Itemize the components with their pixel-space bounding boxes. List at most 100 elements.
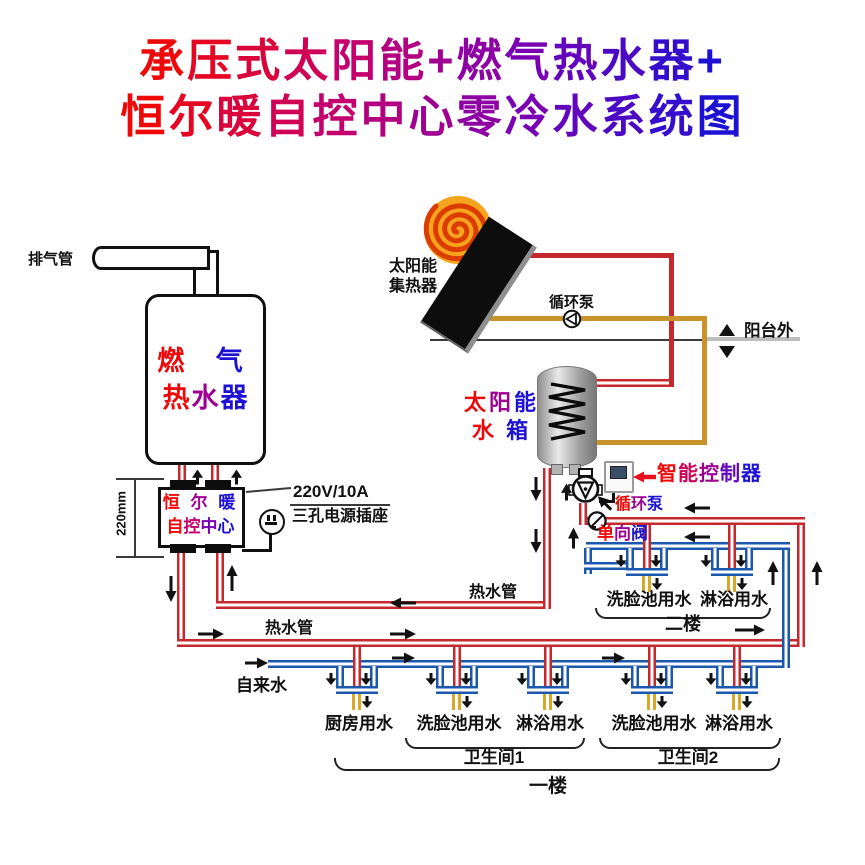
cold-floor2-stub-h bbox=[584, 562, 634, 570]
flow-arrow-down-icon bbox=[325, 673, 337, 685]
fixture-cold-loop-right bbox=[561, 666, 569, 694]
fixture-cold-loop-bottom bbox=[716, 686, 758, 694]
flow-arrow-right-icon bbox=[601, 652, 625, 664]
fixture-hot-tee bbox=[353, 647, 361, 690]
heater-pipe-left bbox=[178, 464, 186, 490]
balcony-line-thick bbox=[703, 337, 800, 341]
hot-return-riser bbox=[216, 549, 224, 609]
hot-return-from-tank bbox=[216, 601, 551, 609]
tap-water-floor1 bbox=[268, 660, 790, 668]
smart-controller-label: 智能控制器 bbox=[657, 463, 762, 485]
fixture-cold-loop-bottom bbox=[527, 686, 569, 694]
flow-arrow-left-icon bbox=[632, 471, 656, 483]
tank-top-connector bbox=[593, 379, 674, 387]
flow-arrow-up-icon bbox=[811, 561, 823, 585]
flow-arrow-up-icon bbox=[560, 483, 572, 501]
fixture-hot-tee bbox=[648, 647, 656, 690]
hot-water-pipe-label-upper: 热水管 bbox=[469, 584, 518, 601]
fixture-cold-loop-right bbox=[745, 548, 753, 576]
collector-label-line2: 集热器 bbox=[389, 278, 438, 295]
flow-arrow-down-icon bbox=[740, 673, 752, 685]
floor2-label: 二楼 bbox=[665, 614, 701, 634]
faucet-drop-pipes bbox=[647, 694, 656, 710]
hot-pipe-floor2 bbox=[579, 517, 805, 525]
flow-arrow-up-icon bbox=[767, 561, 779, 585]
dim-tick-top bbox=[116, 478, 164, 480]
faucet-drop-pipes bbox=[543, 694, 552, 710]
tank-label-line1: 太阳能 bbox=[464, 390, 540, 415]
cold-riser-right bbox=[782, 546, 790, 668]
collector-return-to-tank bbox=[593, 440, 707, 445]
cold-pipe-floor2 bbox=[586, 542, 790, 550]
tank-heat-coil bbox=[548, 382, 586, 441]
fixture-label: 淋浴用水 bbox=[516, 714, 584, 733]
hot-pump-riser bbox=[579, 503, 587, 525]
fixture-hot-tee bbox=[544, 647, 552, 690]
heater-pipe-right bbox=[211, 464, 219, 490]
control-port-bottom-right bbox=[205, 544, 231, 553]
control-port-top-left bbox=[170, 480, 196, 489]
faucet-drop-pipes bbox=[727, 576, 736, 592]
flow-arrow-down-icon bbox=[361, 696, 373, 708]
flow-arrow-down-icon bbox=[705, 673, 717, 685]
flow-arrow-down-icon bbox=[651, 578, 663, 590]
flow-arrow-down-icon bbox=[516, 673, 528, 685]
flow-arrow-down-icon bbox=[461, 696, 473, 708]
controller-wire-v bbox=[612, 489, 615, 503]
dim-line bbox=[134, 479, 136, 557]
flow-arrow-down-icon bbox=[460, 673, 472, 685]
control-center-label-line2: 自控中心 bbox=[166, 517, 235, 536]
fixture-cold-loop-right bbox=[470, 666, 478, 694]
fixture-hot-tee bbox=[733, 647, 741, 690]
tank-label-line2: 水 箱 bbox=[472, 418, 532, 443]
fixture-label: 洗脸池用水 bbox=[416, 714, 502, 733]
fixture-cold-loop-right bbox=[665, 666, 673, 694]
plug-wire-vertical bbox=[269, 529, 272, 552]
tank-nozzle-left bbox=[551, 464, 563, 475]
balcony-line bbox=[430, 339, 705, 341]
fixture-label: 洗脸池用水 bbox=[611, 714, 697, 733]
fixture-cold-loop-left bbox=[436, 666, 444, 694]
fixture-cold-loop-right bbox=[660, 548, 668, 576]
control-center-label-line1: 恒 尔 暖 bbox=[162, 493, 239, 512]
fixture-hot-tee bbox=[728, 525, 736, 568]
flow-arrow-left-icon bbox=[684, 502, 710, 514]
power-callout-line bbox=[245, 487, 292, 493]
flow-arrow-up-icon bbox=[226, 565, 238, 591]
controller-wire-h bbox=[599, 500, 615, 503]
flow-arrow-down-icon bbox=[620, 673, 632, 685]
balcony-down-triangle-icon bbox=[719, 346, 735, 358]
plug-wire-horizontal bbox=[242, 549, 272, 552]
fixture-hot-tee bbox=[643, 525, 651, 568]
fixture-cold-loop-left bbox=[626, 548, 634, 576]
flow-arrow-right-icon bbox=[244, 657, 268, 669]
controller-screen bbox=[610, 466, 627, 479]
gas-heater-label-line2: 热水器 bbox=[162, 383, 250, 413]
fixture-label: 厨房用水 bbox=[325, 714, 393, 733]
fixture-cold-loop-bottom bbox=[626, 568, 668, 576]
floor1-label: 一楼 bbox=[528, 776, 568, 797]
collector-return-line bbox=[490, 316, 707, 321]
flow-arrow-down-icon bbox=[741, 696, 753, 708]
collector-hot-line bbox=[527, 253, 674, 258]
fixture-label: 洗脸池用水 bbox=[606, 590, 692, 609]
flow-arrow-down-icon bbox=[360, 673, 372, 685]
fixture-cold-loop-bottom bbox=[631, 686, 673, 694]
faucet-drop-pipes bbox=[642, 576, 651, 592]
exhaust-pipe-horizontal bbox=[92, 246, 210, 270]
fixture-label: 淋浴用水 bbox=[705, 714, 773, 733]
flow-arrow-down-icon bbox=[615, 555, 627, 567]
solar-tank bbox=[537, 366, 597, 468]
solar-pump-icon bbox=[562, 309, 582, 329]
flow-arrow-left-icon bbox=[390, 597, 416, 609]
gas-heater-label-line1: 燃 气 bbox=[157, 346, 255, 376]
flow-arrow-down-icon bbox=[656, 696, 668, 708]
fixture-label: 淋浴用水 bbox=[700, 590, 768, 609]
power-plug-icon bbox=[259, 509, 285, 535]
fixture-cold-loop-right bbox=[370, 666, 378, 694]
fixture-cold-loop-bottom bbox=[436, 686, 478, 694]
bathroom2-label: 卫生间2 bbox=[657, 748, 719, 767]
control-port-bottom-left bbox=[170, 544, 196, 553]
flow-arrow-down-icon bbox=[530, 529, 542, 553]
